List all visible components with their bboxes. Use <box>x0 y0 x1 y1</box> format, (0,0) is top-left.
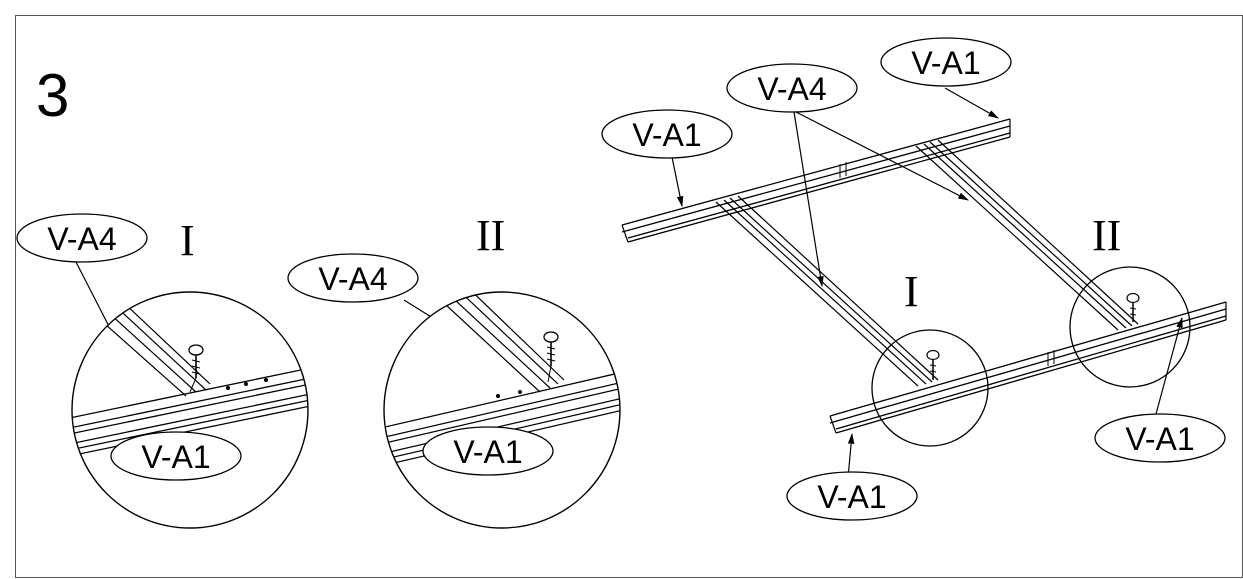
leader-top-right-rail <box>944 87 999 119</box>
callout-bottom-rail-front: V-A1 <box>786 471 918 521</box>
detail-2-callout-cross-member: V-A4 <box>287 253 419 303</box>
leader-cross-member-right <box>795 111 969 201</box>
label-cross-members: V-A4 <box>757 71 826 107</box>
detail-1-callout-cross-member: V-A4 <box>16 213 148 263</box>
callout-cross-members: V-A4 <box>726 63 858 113</box>
bottom-rail <box>829 301 1227 434</box>
main-assembly-view <box>621 87 1227 479</box>
detail-1-label-cross-member: V-A4 <box>47 221 116 257</box>
cross-member-left <box>715 195 939 387</box>
detail-1-rail-closeup <box>72 292 308 459</box>
main-screw-2 <box>1126 292 1140 322</box>
detail-1-screw <box>188 344 204 393</box>
label-bottom-rail-right: V-A1 <box>1125 421 1194 457</box>
cross-member-right <box>915 139 1139 331</box>
main-detail-marker-1: I <box>904 267 919 316</box>
callout-top-right-rail: V-A1 <box>880 37 1012 87</box>
leader-bottom-rail-right <box>1155 316 1183 415</box>
label-top-right-rail: V-A1 <box>911 45 980 81</box>
leader-cross-member-left <box>793 111 824 288</box>
detail-2-callout-rail: V-A1 <box>422 426 554 476</box>
leader-bottom-rail-front <box>847 432 855 479</box>
detail-1-callout-rail: V-A1 <box>110 431 242 481</box>
callout-top-left-rail: V-A1 <box>601 109 733 159</box>
callout-bottom-rail-right: V-A1 <box>1094 413 1226 463</box>
detail-2-label-rail: V-A1 <box>453 434 522 470</box>
main-detail-marker-2: II <box>1092 211 1121 260</box>
leader-top-left-rail <box>671 156 684 208</box>
label-top-left-rail: V-A1 <box>632 117 701 153</box>
detail-view-2: II V-A4 <box>287 211 621 529</box>
top-rail <box>621 118 1011 243</box>
step-number: 3 <box>36 62 69 129</box>
detail-2-label-cross-member: V-A4 <box>318 261 387 297</box>
detail-1-label-rail: V-A1 <box>141 439 210 475</box>
detail-1-roman: I <box>180 216 195 265</box>
detail-view-1: I V-A4 <box>16 213 309 529</box>
main-detail-circle-1 <box>871 329 989 447</box>
detail-2-screw <box>543 331 559 383</box>
main-detail-circle-2 <box>1069 266 1191 388</box>
label-bottom-rail-front: V-A1 <box>817 479 886 515</box>
main-screw-1 <box>926 349 940 380</box>
detail-2-roman: II <box>476 211 505 260</box>
